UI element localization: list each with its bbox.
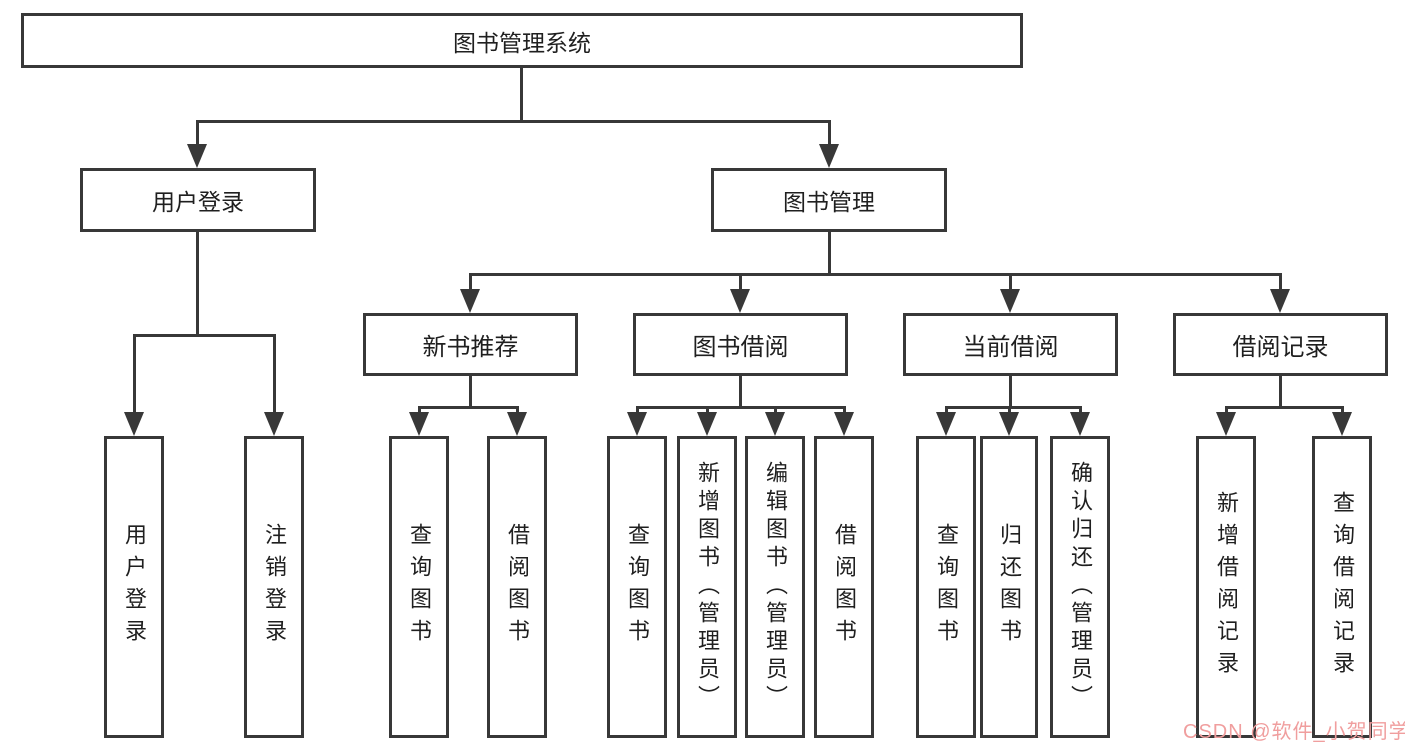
leaf-records-add-record: 新增借阅记录 xyxy=(1196,436,1256,738)
node-book-borrow: 图书借阅 xyxy=(633,313,848,376)
leaf-logout: 注销登录 xyxy=(244,436,304,738)
connector-line xyxy=(828,232,831,275)
leaf-borrow-query-books: 查询图书 xyxy=(607,436,667,738)
connector-line xyxy=(1009,273,1012,293)
leaf-borrow-borrow-books-label: 借阅图书 xyxy=(832,523,857,651)
leaf-user-login: 用户登录 xyxy=(104,436,164,738)
leaf-borrow-add-books-admin-label: 新增图书（管理员） xyxy=(695,461,720,713)
connector-line xyxy=(1341,406,1344,416)
leaf-records-query-record: 查询借阅记录 xyxy=(1312,436,1372,738)
connector-line xyxy=(133,334,275,337)
arrow-down-icon xyxy=(264,412,284,436)
arrow-down-icon xyxy=(999,412,1019,436)
node-borrow-records-label: 借阅记录 xyxy=(1232,334,1329,361)
leaf-recommend-borrow-books: 借阅图书 xyxy=(487,436,547,738)
leaf-borrow-edit-books-admin-label: 编辑图书（管理员） xyxy=(763,461,788,713)
leaf-borrow-edit-books-admin: 编辑图书（管理员） xyxy=(745,436,805,738)
leaf-records-add-record-label: 新增借阅记录 xyxy=(1214,491,1239,683)
node-borrow-records: 借阅记录 xyxy=(1173,313,1388,376)
connector-line xyxy=(1008,406,1011,416)
connector-line xyxy=(196,232,199,336)
arrow-down-icon xyxy=(1070,412,1090,436)
node-new-book-recommend-label: 新书推荐 xyxy=(422,334,519,361)
leaf-recommend-query-books: 查询图书 xyxy=(389,436,449,738)
leaf-logout-label: 注销登录 xyxy=(262,523,287,651)
node-new-book-recommend: 新书推荐 xyxy=(363,313,578,376)
connector-line xyxy=(1009,375,1012,408)
connector-line xyxy=(739,273,742,293)
leaf-user-login-label: 用户登录 xyxy=(122,523,147,651)
arrow-down-icon xyxy=(187,144,207,168)
leaf-current-confirm-return-admin: 确认归还（管理员） xyxy=(1050,436,1110,738)
arrow-down-icon xyxy=(730,289,750,313)
leaf-current-return-books-label: 归还图书 xyxy=(997,523,1022,651)
leaf-records-query-record-label: 查询借阅记录 xyxy=(1330,491,1355,683)
connector-line xyxy=(706,406,709,416)
node-current-borrow: 当前借阅 xyxy=(903,313,1118,376)
node-book-management-label: 图书管理 xyxy=(783,189,875,215)
arrow-down-icon xyxy=(936,412,956,436)
leaf-current-query-books-label: 查询图书 xyxy=(934,523,959,651)
leaf-borrow-add-books-admin: 新增图书（管理员） xyxy=(677,436,737,738)
arrow-down-icon xyxy=(1332,412,1352,436)
connector-line xyxy=(469,273,1281,276)
connector-line xyxy=(1225,406,1228,416)
connector-line xyxy=(1279,273,1282,293)
connector-line xyxy=(1225,406,1343,409)
node-user-login: 用户登录 xyxy=(80,168,316,232)
node-root: 图书管理系统 xyxy=(21,13,1023,68)
connector-line xyxy=(636,406,845,409)
node-user-login-label: 用户登录 xyxy=(152,189,244,215)
leaf-borrow-query-books-label: 查询图书 xyxy=(625,523,650,651)
connector-line xyxy=(418,406,421,416)
arrow-down-icon xyxy=(1270,289,1290,313)
arrow-down-icon xyxy=(409,412,429,436)
node-root-label: 图书管理系统 xyxy=(453,29,591,56)
watermark: CSDN @软件_小贺同学 xyxy=(1183,721,1405,743)
arrow-down-icon xyxy=(124,412,144,436)
leaf-borrow-borrow-books: 借阅图书 xyxy=(814,436,874,738)
connector-line xyxy=(516,406,519,416)
connector-line xyxy=(1279,375,1282,408)
arrow-down-icon xyxy=(1000,289,1020,313)
connector-line xyxy=(196,120,199,148)
connector-line xyxy=(828,120,831,148)
arrow-down-icon xyxy=(834,412,854,436)
connector-line xyxy=(196,120,830,123)
connector-line xyxy=(636,406,639,416)
connector-line xyxy=(273,334,276,416)
connector-line xyxy=(418,406,518,409)
arrow-down-icon xyxy=(765,412,785,436)
arrow-down-icon xyxy=(507,412,527,436)
connector-line xyxy=(945,406,1081,409)
node-current-borrow-label: 当前借阅 xyxy=(962,334,1059,361)
arrow-down-icon xyxy=(460,289,480,313)
leaf-recommend-borrow-books-label: 借阅图书 xyxy=(505,523,530,651)
node-book-management: 图书管理 xyxy=(711,168,947,232)
connector-line xyxy=(774,406,777,416)
connector-line xyxy=(843,406,846,416)
arrow-down-icon xyxy=(697,412,717,436)
leaf-recommend-query-books-label: 查询图书 xyxy=(407,523,432,651)
connector-line xyxy=(520,68,523,120)
connector-line xyxy=(469,273,472,293)
connector-line xyxy=(469,375,472,408)
arrow-down-icon xyxy=(819,144,839,168)
leaf-current-return-books: 归还图书 xyxy=(980,436,1038,738)
connector-line xyxy=(945,406,948,416)
arrow-down-icon xyxy=(627,412,647,436)
connector-line xyxy=(133,334,136,416)
arrow-down-icon xyxy=(1216,412,1236,436)
node-book-borrow-label: 图书借阅 xyxy=(692,334,789,361)
connector-line xyxy=(739,375,742,408)
leaf-current-confirm-return-admin-label: 确认归还（管理员） xyxy=(1068,461,1093,713)
leaf-current-query-books: 查询图书 xyxy=(916,436,976,738)
connector-line xyxy=(1079,406,1082,416)
